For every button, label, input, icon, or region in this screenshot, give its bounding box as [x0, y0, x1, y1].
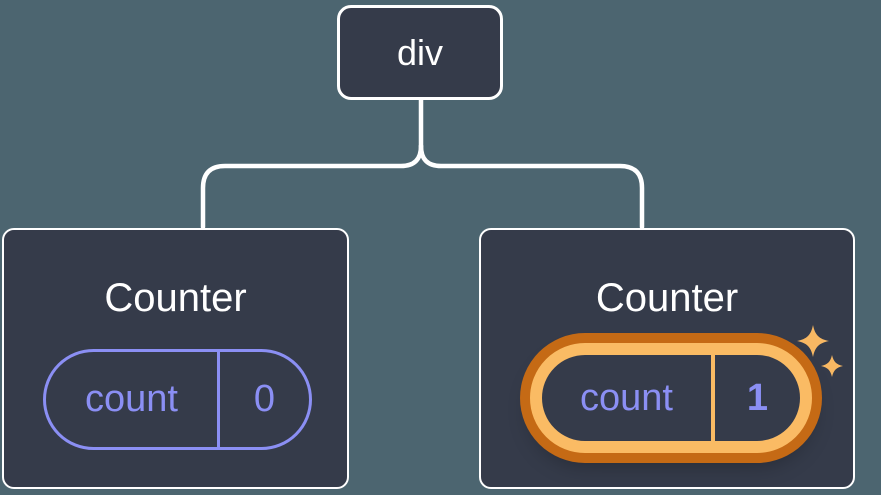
highlighted-state-pill: count 1	[530, 343, 812, 453]
root-node-label: div	[396, 31, 444, 73]
pill-divider	[711, 355, 715, 441]
connector-left-branch	[200, 143, 424, 230]
pill-divider	[217, 352, 220, 447]
counter-title: Counter	[104, 276, 247, 320]
connector-right-branch	[418, 143, 645, 230]
counter-card-right: Counter count 1	[479, 228, 855, 489]
state-value: 1	[746, 376, 769, 419]
root-node: div	[337, 5, 503, 100]
state-value: 0	[253, 378, 276, 420]
counter-card-left: Counter count 0	[2, 228, 349, 489]
state-key-label: count	[580, 376, 673, 419]
counter-title: Counter	[595, 276, 739, 320]
state-pill: count 0	[43, 349, 312, 450]
state-key-label: count	[85, 378, 178, 420]
